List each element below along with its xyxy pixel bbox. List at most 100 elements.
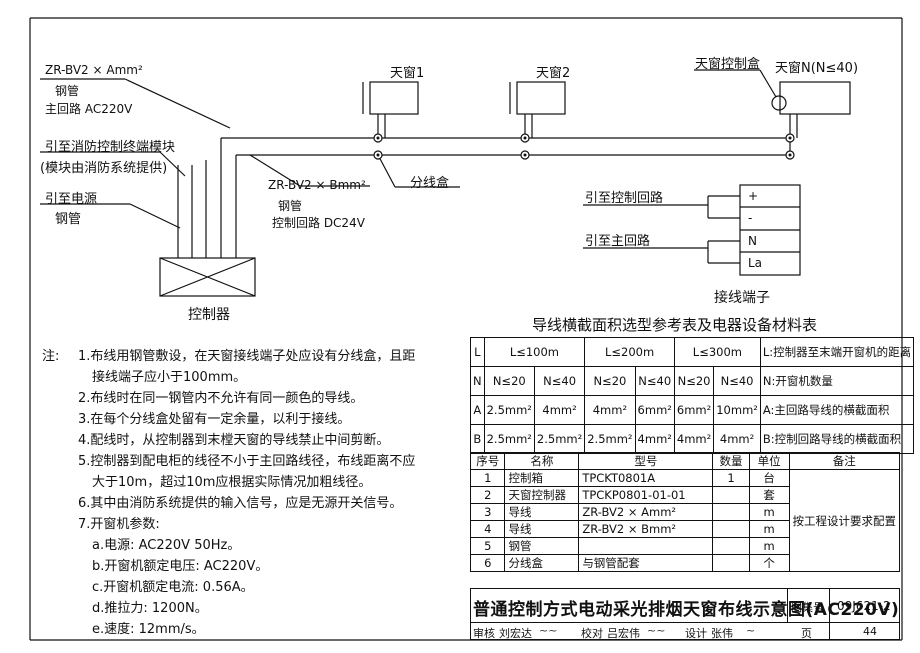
table-cell: 3 bbox=[469, 503, 506, 521]
controller-label: 控制器 bbox=[188, 307, 230, 323]
table-cell: 分线盒 bbox=[504, 554, 580, 572]
table-cell: TPCKT0801A bbox=[578, 469, 714, 487]
note-line: 4.配线时，从控制器到末樘天窗的导线禁止中间剪断。 bbox=[78, 433, 390, 448]
table-cell bbox=[712, 554, 750, 572]
check-label: 校对 bbox=[581, 627, 603, 640]
note-line: 7.开窗机参数: bbox=[78, 517, 160, 532]
table-row: B 2.5mm² 2.5mm² 2.5mm² 4mm² 4mm² 4mm² B:… bbox=[470, 424, 915, 454]
table-cell: 与钢管配套 bbox=[578, 554, 714, 572]
table-cell: 2.5mm² bbox=[483, 395, 535, 425]
table-cell: 导线 bbox=[504, 503, 580, 521]
table-title: 导线横截面积选型参考表及电器设备材料表 bbox=[532, 316, 818, 334]
table-row: 1 控制箱 TPCKT0801A 1 台 按工程设计要求配置 bbox=[469, 469, 900, 572]
table-row: N N≤20 N≤40 N≤20 N≤40 N≤20 N≤40 N:开窗机数量 bbox=[470, 366, 915, 396]
note-line: 1.布线用钢管敷设，在天窗接线端子处应设有分线盒，且距 bbox=[78, 349, 416, 364]
table-cell: N≤40 bbox=[713, 366, 761, 396]
table-cell: 套 bbox=[748, 486, 790, 504]
table-cell: 4mm² bbox=[533, 395, 586, 425]
table-cell: 6 bbox=[469, 554, 506, 572]
note-line: 6.其中由消防系统提供的输入信号，应是无源开关信号。 bbox=[78, 496, 403, 511]
table-cell: 个 bbox=[748, 554, 790, 572]
designer-name: 张伟 bbox=[711, 627, 733, 640]
note-line: a.电源: AC220V 50Hz。 bbox=[92, 538, 241, 553]
table-row: A 2.5mm² 4mm² 4mm² 6mm² 6mm² 10mm² A:主回路… bbox=[470, 395, 915, 425]
table-header-row: 序号 名称 型号 数量 单位 备注 bbox=[469, 452, 900, 470]
note-line: c.开窗机额定电流: 0.56A。 bbox=[92, 580, 254, 595]
ctrl-circuit-label: 控制回路 DC24V bbox=[272, 216, 365, 230]
row-key: B bbox=[470, 424, 485, 454]
row-desc: A:主回路导线的横截面积 bbox=[759, 395, 915, 425]
table-cell: N≤40 bbox=[634, 366, 675, 396]
title-block: 普通控制方式电动采光排烟天窗布线示意图(AC220V) 图集号 09J621-2… bbox=[470, 588, 900, 640]
fire-link-label: 引至消防控制终端模块 bbox=[45, 140, 176, 155]
column-header: 序号 bbox=[469, 452, 506, 470]
atlas-number: 09J621-2 bbox=[837, 599, 891, 613]
window-ctrl-box-label: 天窗控制盒 bbox=[695, 57, 761, 72]
table-cell: TPCKP0801-01-01 bbox=[578, 486, 714, 504]
row-desc: B:控制回路导线的横截面积 bbox=[759, 424, 915, 454]
row-key: N bbox=[470, 366, 485, 396]
table-cell: 钢管 bbox=[504, 537, 580, 555]
table-cell bbox=[712, 520, 750, 538]
window-1-label: 天窗1 bbox=[390, 66, 425, 81]
to-ctrl-circuit-label: 引至控制回路 bbox=[585, 191, 664, 206]
reviewer-signature: ~~ bbox=[539, 624, 558, 637]
table-cell: m bbox=[748, 537, 790, 555]
table-cell: 天窗控制器 bbox=[504, 486, 580, 504]
notes-label: 注: bbox=[42, 349, 60, 364]
row-desc: N:开窗机数量 bbox=[759, 366, 915, 396]
main-circuit-label: 主回路 AC220V bbox=[45, 102, 133, 116]
table-cell: 6mm² bbox=[673, 395, 715, 425]
table-cell: 5 bbox=[469, 537, 506, 555]
table-cell: 4 bbox=[469, 520, 506, 538]
power-link-label: 引至电源 bbox=[45, 192, 98, 207]
power-pipe-label: 钢管 bbox=[55, 212, 82, 227]
terminal-title: 接线端子 bbox=[714, 290, 770, 306]
table-cell: 2.5mm² bbox=[483, 424, 535, 454]
table-cell: m bbox=[748, 503, 790, 521]
table-cell: m bbox=[748, 520, 790, 538]
main-cable-label: ZR-BV2 × Amm² bbox=[45, 63, 143, 77]
designer-signature: ~ bbox=[746, 624, 756, 637]
note-line: 5.控制器到配电柜的线径不小于主回路线径，布线距离不应 bbox=[78, 454, 416, 469]
ctrl-pipe-label: 钢管 bbox=[278, 199, 303, 213]
note-line: e.速度: 12mm/s。 bbox=[92, 622, 205, 637]
table-row: 3 导线 ZR-BV2 × Amm² m bbox=[469, 503, 900, 521]
checker-name: 吕宏伟 bbox=[607, 627, 640, 640]
table-cell: 4mm² bbox=[634, 424, 675, 454]
note-line: 2.布线时在同一钢管内不允许有同一颜色的导线。 bbox=[78, 391, 364, 406]
table-cell: N≤20 bbox=[673, 366, 715, 396]
checker-signature: ~~ bbox=[647, 624, 666, 637]
page-label: 页 bbox=[801, 627, 812, 640]
design-label: 设计 bbox=[685, 627, 707, 640]
note-line: 接线端子应小于100mm。 bbox=[92, 370, 247, 385]
table-cell: N≤40 bbox=[533, 366, 586, 396]
row-desc: L:控制器至末端开窗机的距离 bbox=[759, 337, 915, 367]
table-cell bbox=[578, 537, 714, 555]
table-cell: 1 bbox=[712, 469, 750, 487]
table-cell: N≤20 bbox=[483, 366, 535, 396]
table-cell: L≤300m bbox=[673, 337, 761, 367]
table-cell: ZR-BV2 × Bmm² bbox=[578, 520, 714, 538]
drawing-title: 普通控制方式电动采光排烟天窗布线示意图(AC220V) bbox=[473, 600, 900, 620]
ctrl-cable-label: ZR-BV2 × Bmm² bbox=[268, 178, 366, 192]
table-cell: 2.5mm² bbox=[533, 424, 586, 454]
column-header: 数量 bbox=[712, 452, 750, 470]
table-cell: 1 bbox=[469, 469, 506, 487]
column-header: 单位 bbox=[748, 452, 790, 470]
table-cell: 6mm² bbox=[634, 395, 675, 425]
page-number: 44 bbox=[863, 625, 877, 638]
table-cell: 导线 bbox=[504, 520, 580, 538]
terminal-minus: - bbox=[748, 211, 753, 225]
table-cell: 4mm² bbox=[673, 424, 715, 454]
table-cell: 2.5mm² bbox=[584, 424, 636, 454]
note-line: d.推拉力: 1200N。 bbox=[92, 601, 208, 616]
table-cell: L≤100m bbox=[483, 337, 586, 367]
table-cell: 控制箱 bbox=[504, 469, 580, 487]
table-cell: 4mm² bbox=[584, 395, 636, 425]
window-n-label: 天窗N(N≤40) bbox=[775, 61, 859, 76]
table-cell: 10mm² bbox=[713, 395, 761, 425]
column-header: 型号 bbox=[578, 452, 714, 470]
atlas-label: 图集号 bbox=[791, 601, 824, 614]
